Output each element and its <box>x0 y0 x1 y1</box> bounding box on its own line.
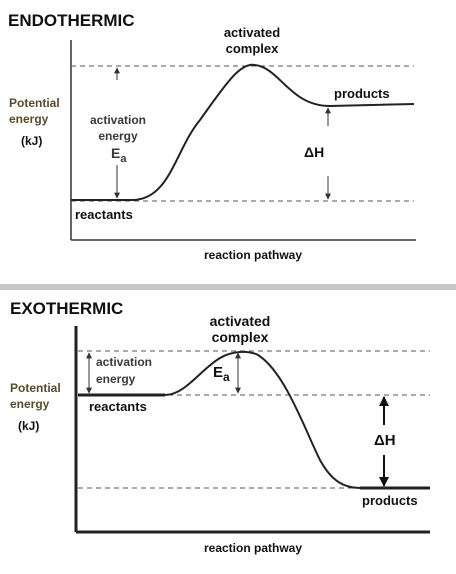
exothermic-y-unit: (kJ) <box>18 419 39 433</box>
exothermic-activated-complex-label-2: complex <box>212 329 269 345</box>
endothermic-products-label: products <box>334 86 390 101</box>
endothermic-delta-h-label: ΔH <box>304 144 324 160</box>
exothermic-diagram: EXOTHERMIC activated complex Potential e… <box>10 299 430 555</box>
exothermic-ea-symbol: Ea <box>213 364 230 384</box>
exothermic-reactants-label: reactants <box>89 399 147 414</box>
exothermic-activation-energy-label-2: energy <box>96 372 136 386</box>
exothermic-products-label: products <box>362 493 418 508</box>
endothermic-y-unit: (kJ) <box>21 134 42 148</box>
exothermic-y-label-2: energy <box>10 397 50 411</box>
endothermic-ea-symbol: Ea <box>111 145 127 165</box>
endothermic-activated-complex-label-2: complex <box>226 41 280 56</box>
exothermic-activated-complex-label: activated <box>210 313 271 329</box>
endothermic-x-label: reaction pathway <box>204 248 302 262</box>
section-divider <box>0 284 456 290</box>
exothermic-delta-h-label: ΔH <box>374 432 396 449</box>
exothermic-y-label: Potential <box>10 381 61 395</box>
endothermic-y-label-2: energy <box>9 112 49 126</box>
endothermic-energy-curve <box>71 63 415 201</box>
endothermic-title: ENDOTHERMIC <box>8 11 135 30</box>
endothermic-activation-energy-label-2: energy <box>98 129 138 143</box>
endothermic-diagram: ENDOTHERMIC activated complex Potential … <box>8 11 416 262</box>
exothermic-activation-energy-label: activation <box>96 355 152 369</box>
endothermic-activated-complex-label: activated <box>224 25 280 40</box>
endothermic-y-label: Potential <box>9 96 60 110</box>
endothermic-activation-energy-label: activation <box>90 113 146 127</box>
endothermic-reactants-label: reactants <box>75 207 133 222</box>
exothermic-energy-curve <box>78 350 430 489</box>
exothermic-x-label: reaction pathway <box>204 541 302 555</box>
exothermic-title: EXOTHERMIC <box>10 299 123 318</box>
